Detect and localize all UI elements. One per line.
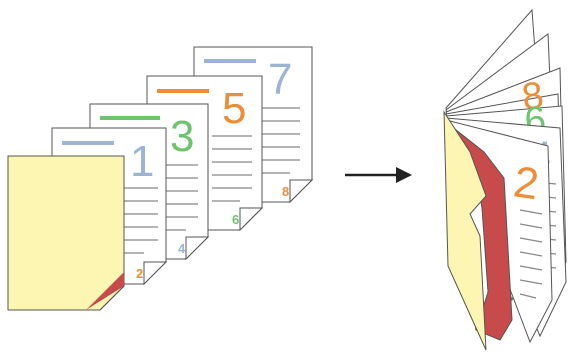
- page-number-7: 7: [268, 55, 292, 104]
- page-number-8: 8: [282, 184, 289, 199]
- page-number-6: 6: [232, 212, 239, 227]
- page-number-5: 5: [222, 84, 246, 133]
- page-number-1: 1: [130, 137, 154, 186]
- page-number-2: 2: [136, 266, 143, 281]
- page-number-3: 3: [170, 112, 194, 161]
- sheet-3-header-bar: [100, 116, 160, 120]
- sheet-7-header-bar: [204, 59, 256, 63]
- right-arrow-icon: [345, 167, 412, 183]
- sheet-1-header-bar: [62, 141, 114, 145]
- booklet-front-cover: [443, 110, 487, 351]
- sheet-stack: 7 8 5 6 3: [7, 46, 314, 311]
- page-number-4: 4: [178, 241, 186, 256]
- cover-corner-fold: [86, 272, 124, 310]
- folded-booklet: 8 6 4 2: [443, 8, 567, 351]
- sheet-5-header-bar: [157, 89, 209, 93]
- cover-sheet: [7, 155, 125, 311]
